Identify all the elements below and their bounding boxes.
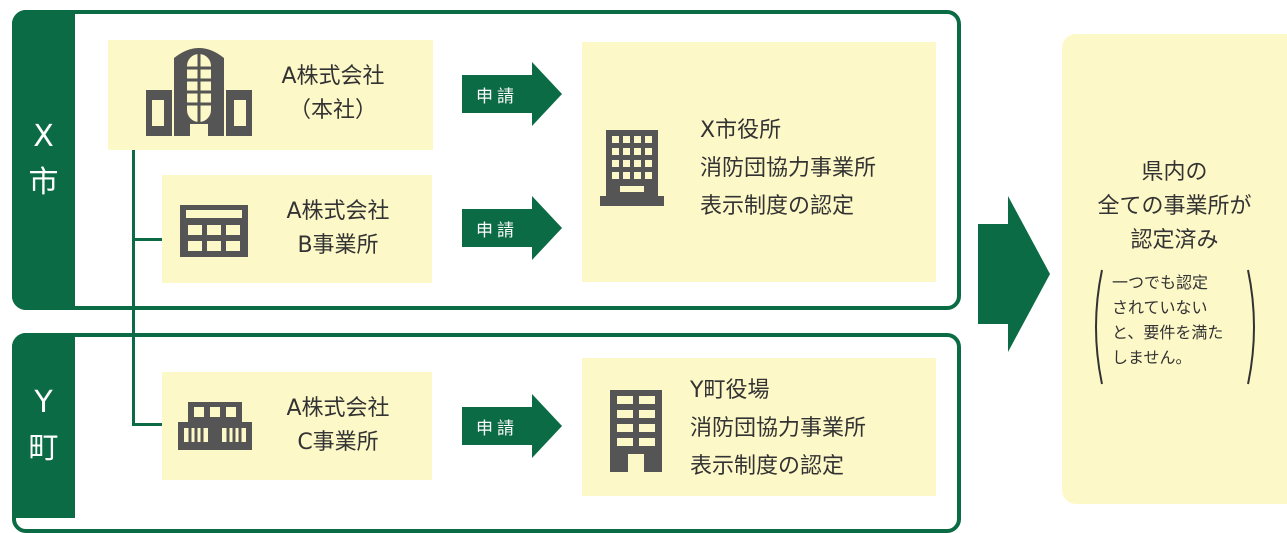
x-city-office-line3: 表示制度の認定: [700, 194, 855, 219]
y-town-office-box: Y町役場 消防団協力事業所 表示制度の認定: [582, 358, 936, 496]
apply-arrow-head-office: 申請: [462, 62, 562, 126]
x-city-office-line1: X市役所: [700, 118, 782, 143]
result-box: 県内の 全ての事業所が 認定済み 一つでも認定 されていない と、要件を満た し…: [1062, 34, 1287, 504]
result-arrow: [978, 196, 1050, 352]
result-note-line1: 一つでも認定: [1112, 273, 1209, 292]
y-town-office-text: Y町役場 消防団協力事業所 表示制度の認定: [690, 372, 930, 486]
result-line3: 認定済み: [1130, 228, 1219, 253]
factory-building-icon: [178, 402, 252, 450]
apply-arrow-c-office-tip: [532, 394, 562, 458]
region-y-label-line2: 町: [28, 430, 59, 466]
company-c-office-text: A株式会社 C事業所: [268, 392, 408, 460]
company-b-office-box: A株式会社 B事業所: [162, 175, 432, 283]
apply-arrow-c-office: 申請: [462, 394, 562, 458]
result-note: 一つでも認定 されていない と、要件を満た しません。: [1112, 270, 1242, 370]
company-c-office-box: A株式会社 C事業所: [162, 372, 432, 480]
apply-arrow-head-office-tip: [532, 62, 562, 126]
result-note-line2: されていない: [1112, 298, 1208, 317]
result-note-line4: しません。: [1112, 348, 1192, 367]
y-town-office-line3: 表示制度の認定: [690, 454, 845, 479]
y-town-office-line2: 消防団協力事業所: [690, 416, 867, 441]
company-b-office-text: A株式会社 B事業所: [268, 195, 408, 263]
apply-arrow-c-office-label: 申請: [462, 407, 532, 445]
note-right-paren: [1247, 269, 1255, 385]
apply-arrow-b-office-tip: [532, 196, 562, 260]
connector-c-line: [132, 423, 162, 426]
region-y-label-line1: Y: [34, 384, 53, 420]
city-hall-icon: [600, 130, 664, 206]
region-x-label-line2: 市: [28, 165, 59, 200]
result-line1: 県内の: [1141, 160, 1208, 185]
x-city-office-box: X市役所 消防団協力事業所 表示制度の認定: [582, 42, 936, 282]
region-x-label-line1: X: [33, 119, 54, 154]
result-line2: 全ての事業所が: [1097, 194, 1252, 219]
town-hall-icon: [610, 390, 662, 472]
result-note-line3: と、要件を満た: [1112, 323, 1224, 342]
company-c-office-sub: C事業所: [297, 430, 379, 455]
region-y-label: Y 町: [12, 333, 75, 518]
region-x-label: X 市: [12, 10, 75, 310]
apply-arrow-head-office-label: 申請: [462, 75, 532, 113]
headquarters-building-icon: [146, 48, 252, 136]
connector-b-line: [132, 238, 162, 241]
company-head-office-text: A株式会社 （本社）: [268, 60, 398, 128]
company-head-office-name: A株式会社: [281, 64, 385, 89]
connector-vertical-line: [132, 150, 135, 425]
company-b-office-name: A株式会社: [286, 199, 390, 224]
office-building-icon: [180, 205, 248, 257]
apply-arrow-b-office-label: 申請: [462, 209, 532, 247]
company-b-office-sub: B事業所: [297, 233, 379, 258]
x-city-office-line2: 消防団協力事業所: [700, 156, 877, 181]
note-left-paren: [1095, 269, 1103, 385]
company-head-office-sub: （本社）: [288, 98, 377, 123]
y-town-office-line1: Y町役場: [690, 378, 770, 403]
company-c-office-name: A株式会社: [286, 396, 390, 421]
result-main-text: 県内の 全ての事業所が 認定済み: [1062, 156, 1287, 258]
x-city-office-text: X市役所 消防団協力事業所 表示制度の認定: [700, 112, 930, 226]
apply-arrow-b-office: 申請: [462, 196, 562, 260]
company-head-office-box: A株式会社 （本社）: [108, 40, 433, 150]
